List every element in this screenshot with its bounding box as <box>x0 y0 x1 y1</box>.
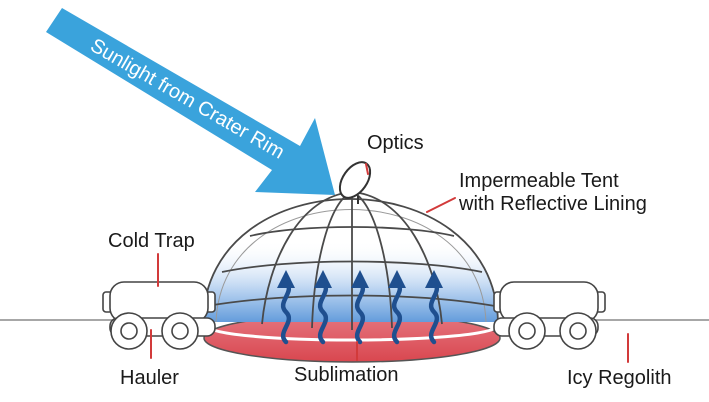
vapor-arrow <box>388 270 406 345</box>
label-optics: Optics <box>367 132 424 154</box>
label-icy-regolith: Icy Regolith <box>567 367 672 389</box>
label-cold-trap: Cold Trap <box>108 230 195 252</box>
callout-tent <box>426 197 456 213</box>
vapor-arrow <box>351 270 369 345</box>
label-sublimation: Sublimation <box>294 364 399 386</box>
callout-optics <box>365 163 369 175</box>
hauler-right <box>493 281 606 350</box>
hauler-left <box>102 281 216 350</box>
optics-mirror <box>338 161 372 204</box>
label-impermeable-tent: Impermeable Tent with Reflective Lining <box>459 170 647 216</box>
sublimation-zone <box>203 240 498 322</box>
vapor-arrow <box>277 270 295 345</box>
vapor-arrow <box>425 270 443 345</box>
vapor-arrow <box>314 270 332 345</box>
label-tent-line2: with Reflective Lining <box>459 193 647 215</box>
label-hauler: Hauler <box>120 367 179 389</box>
callout-lines <box>150 163 629 363</box>
label-tent-line1: Impermeable Tent <box>459 170 619 192</box>
sunlight-arrow <box>46 8 335 195</box>
vapor-arrows <box>277 270 443 345</box>
